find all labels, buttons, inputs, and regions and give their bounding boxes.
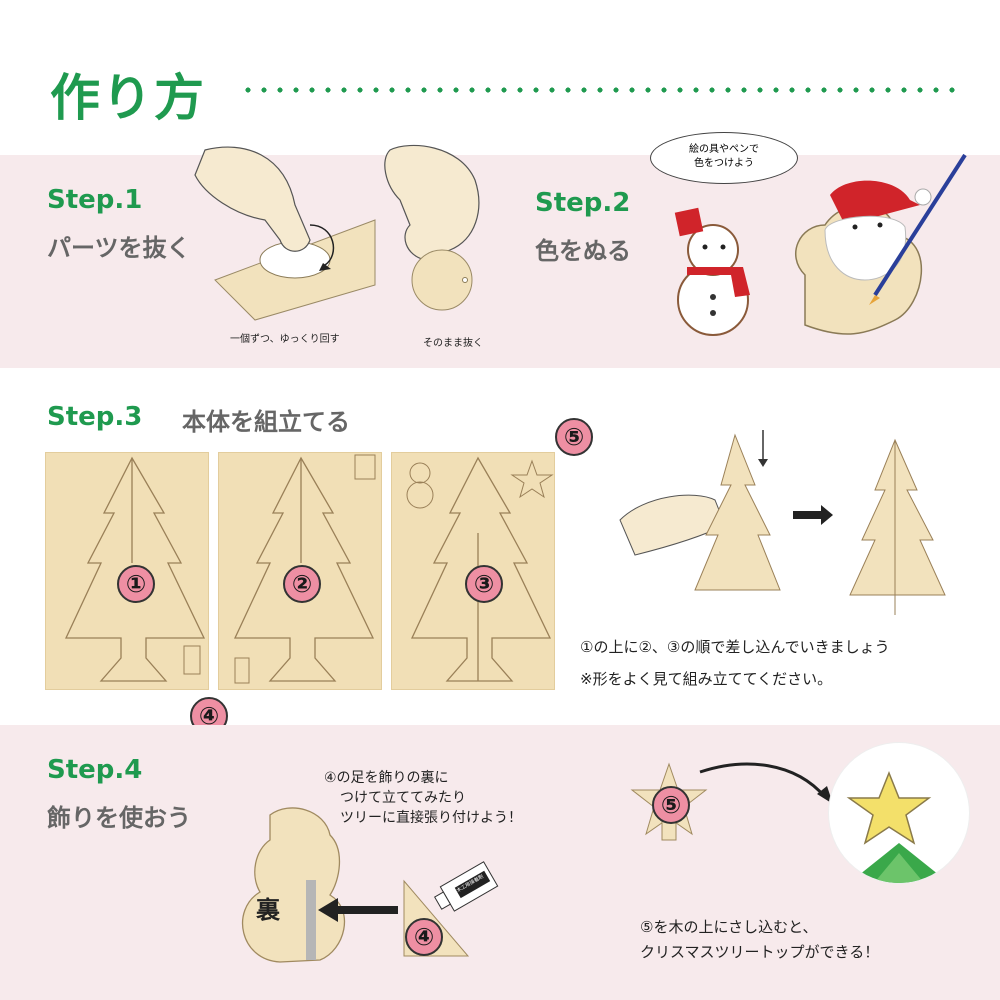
page-title: 作り方 (50, 69, 206, 127)
step4-note: ④の足を飾りの裏に つけて立ててみたり ツリーに直接張り付けよう！ (324, 768, 522, 828)
santa-back-illustration (241, 807, 346, 963)
step4-badge-4: ④ (405, 918, 443, 956)
step4-bottom-note: ⑤を木の上にさし込むと、 クリスマスツリートップができる！ (640, 916, 879, 962)
step4-note-line2: つけて立ててみたり (340, 790, 466, 806)
step4-note-line1: ④の足を飾りの裏に (324, 770, 449, 786)
step1-hand-pull-illustration (384, 144, 480, 311)
step2-speech-bubble: 絵の具やペンで 色をつけよう (650, 132, 798, 184)
tree-outline-3 (406, 456, 554, 682)
badge-1: ① (117, 565, 155, 603)
tree-board-1 (45, 452, 209, 690)
step3-note-line1: ①の上に②、③の順で差し込んでいきましょう (580, 638, 890, 656)
step1-caption-pull: そのまま抜く (423, 338, 483, 349)
step2-label: Step.2 (535, 188, 631, 218)
glue-bottle-icon (434, 861, 499, 912)
step4-band (0, 725, 1000, 1000)
step3-title: 本体を組立てる (182, 408, 350, 436)
badge-2: ② (283, 565, 321, 603)
step4-label: Step.4 (47, 755, 143, 785)
step4-title: 飾りを使おう (47, 804, 191, 832)
tree-top-photo (828, 742, 970, 884)
step1-label: Step.1 (47, 185, 143, 215)
step1-caption-rotate: 一個ずつ、ゆっくり回す (230, 334, 340, 345)
tree-top-star (846, 770, 949, 883)
step1-board-illustration (194, 146, 376, 321)
back-label: 裏 (256, 896, 280, 924)
step4-bottom-line2: クリスマスツリートップができる！ (640, 943, 880, 961)
step4-note-line3: ツリーに直接張り付けよう！ (340, 810, 522, 826)
snowman-illustration (674, 207, 750, 336)
badge-3: ③ (465, 565, 503, 603)
step2-title: 色をぬる (535, 237, 631, 265)
step3-note-line2: ※形をよく見て組み立ててください。 (580, 670, 833, 688)
bubble-line-2: 色をつけよう (694, 158, 754, 169)
tree-outline-1 (64, 456, 206, 682)
step1-title: パーツを抜く (47, 234, 191, 262)
tree-outline-2 (233, 454, 376, 684)
badge-5: ⑤ (555, 418, 593, 456)
assembly-illustration (619, 430, 946, 615)
step4-bottom-line1: ⑤を木の上にさし込むと、 (640, 918, 818, 936)
bubble-line-1: 絵の具やペンで (689, 144, 759, 155)
arrow-left (318, 898, 398, 922)
title-dotted-rule (240, 86, 960, 94)
step4-badge-5: ⑤ (652, 786, 690, 824)
step3-label: Step.3 (47, 402, 143, 432)
curved-arrow (699, 762, 833, 804)
santa-illustration (795, 153, 967, 335)
